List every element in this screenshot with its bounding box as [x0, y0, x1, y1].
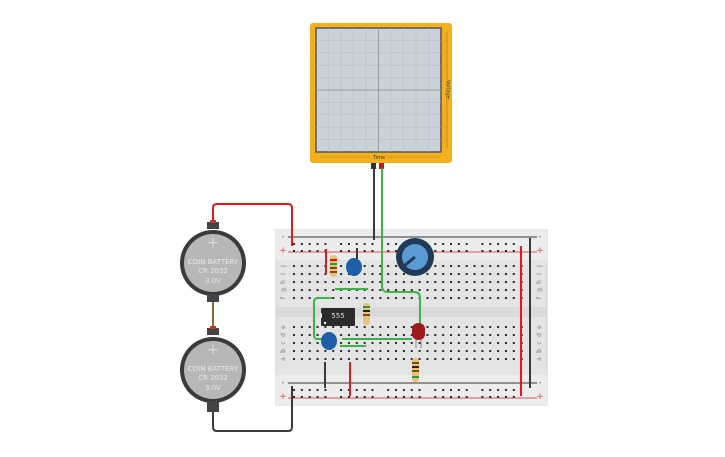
oscilloscope-probe-positive[interactable]: [379, 163, 384, 169]
row-label-d: d: [536, 333, 543, 337]
row-label-a: a: [280, 357, 287, 361]
oscilloscope-probe-negative[interactable]: [371, 163, 376, 169]
row-label-i: i: [280, 273, 287, 275]
battery-2-line3: 3.0V: [205, 384, 221, 392]
battery-2-line1: COIN BATTERY: [187, 365, 239, 373]
rail-bottom-right-minus-label: -: [538, 378, 542, 387]
ic-555[interactable]: [320, 308, 355, 326]
battery-1[interactable]: [180, 220, 246, 302]
rail-top-right-plus-label: +: [536, 246, 544, 256]
row-label-f: f: [536, 296, 543, 300]
battery-1-line3: 3.0V: [205, 277, 221, 285]
rail-bottom-plus-label: +: [279, 392, 287, 402]
row-label-b: b: [536, 349, 543, 353]
rail-bottom-right-plus-label: +: [536, 392, 544, 402]
row-label-h: h: [536, 280, 543, 284]
row-label-f: f: [280, 296, 287, 300]
resistor-2[interactable]: [363, 303, 370, 325]
resistor-1[interactable]: [330, 255, 337, 277]
oscilloscope-grid: [316, 28, 441, 152]
row-label-d: d: [280, 333, 287, 337]
row-label-b: b: [280, 349, 287, 353]
led[interactable]: [412, 323, 425, 348]
capacitor-1[interactable]: [346, 258, 362, 276]
rail-top-right-minus-label: -: [538, 232, 542, 241]
row-label-j: j: [536, 265, 543, 267]
battery-1-line2: CR 2032: [198, 267, 228, 275]
row-label-g: g: [536, 288, 543, 292]
ic-555-label: 555: [331, 312, 345, 320]
battery-1-line1: COIN BATTERY: [187, 258, 239, 266]
oscilloscope-x-label: Time: [372, 155, 386, 161]
oscilloscope-y-label: Voltage: [444, 80, 451, 99]
breadboard-holes[interactable]: [293, 243, 523, 398]
row-label-i: i: [536, 273, 543, 275]
battery-1-plus-icon: +: [207, 235, 219, 251]
row-label-h: h: [280, 280, 287, 284]
battery-2[interactable]: [180, 326, 246, 412]
row-label-c: c: [536, 341, 543, 345]
capacitor-2[interactable]: [321, 332, 337, 350]
resistor-3[interactable]: [412, 358, 419, 382]
row-label-e: e: [536, 325, 543, 329]
row-label-g: g: [280, 288, 287, 292]
rail-bottom-minus-label: -: [281, 378, 285, 387]
row-label-e: e: [280, 325, 287, 329]
rail-top-plus-label: +: [279, 246, 287, 256]
oscilloscope[interactable]: [310, 23, 452, 169]
row-label-a: a: [536, 357, 543, 361]
row-label-j: j: [280, 265, 287, 267]
wires[interactable]: [212, 168, 531, 432]
battery-2-line2: CR 2032: [198, 374, 228, 382]
battery-2-plus-icon: +: [207, 342, 219, 358]
rail-top-minus-label: -: [281, 232, 285, 241]
potentiometer[interactable]: [396, 238, 434, 276]
row-label-c: c: [280, 341, 287, 345]
